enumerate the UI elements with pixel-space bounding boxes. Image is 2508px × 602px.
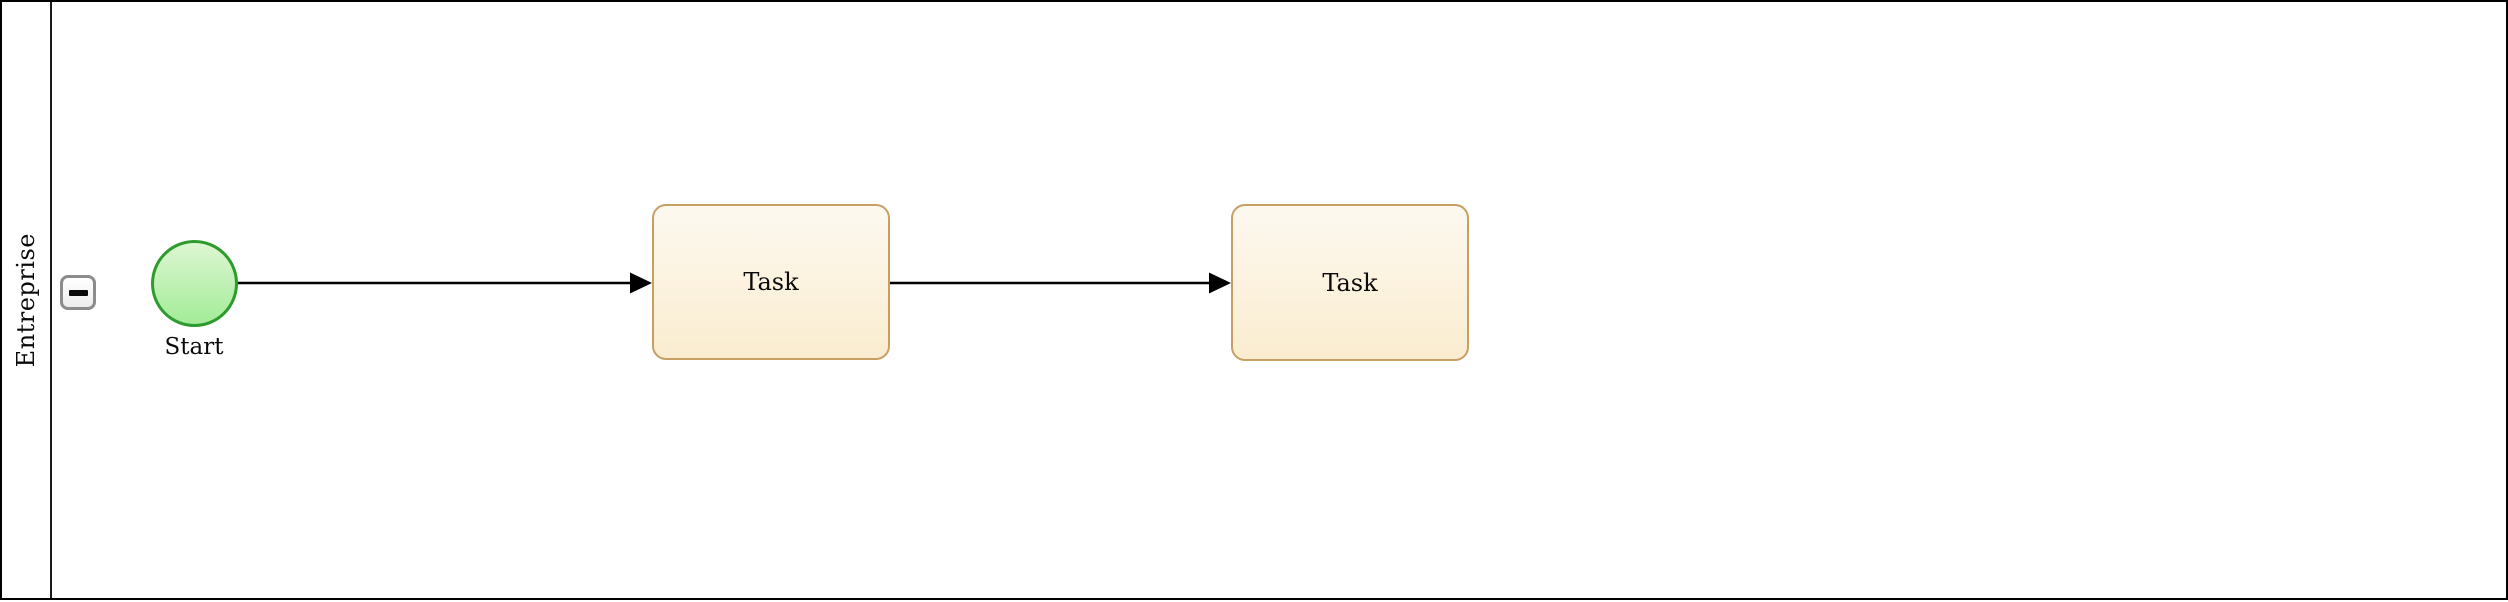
pool-collapse-button[interactable] xyxy=(60,275,96,310)
sequence-flow-task1-to-task2[interactable] xyxy=(890,272,1231,294)
start-event-circle[interactable] xyxy=(151,240,238,327)
sequence-flow-start-to-task1[interactable] xyxy=(237,272,652,294)
start-event-label: Start xyxy=(164,334,224,360)
pool-label: Entreprise xyxy=(12,232,40,368)
task-2-label: Task xyxy=(1322,268,1378,297)
task-node-2[interactable]: Task xyxy=(1231,204,1469,361)
task-node-1[interactable]: Task xyxy=(652,204,890,360)
pool-label-strip[interactable]: Entreprise xyxy=(2,2,52,598)
minus-icon xyxy=(68,289,88,296)
task-1-label: Task xyxy=(743,268,799,296)
